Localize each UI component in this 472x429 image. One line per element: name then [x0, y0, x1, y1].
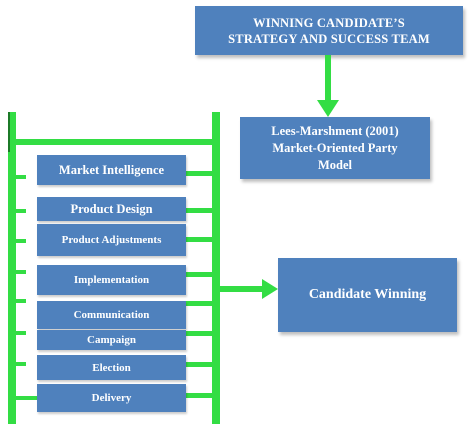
- left-rung: [16, 239, 26, 243]
- model-line-3: Model: [317, 157, 353, 172]
- left-rung: [16, 396, 38, 400]
- step-market-intelligence: Market Intelligence: [37, 155, 186, 185]
- step-communication: Communication: [37, 301, 186, 329]
- candidate-winning-label: Candidate Winning: [308, 287, 427, 302]
- step-label: Delivery: [91, 392, 132, 404]
- ladder-left-rail-edge: [8, 112, 10, 152]
- step-label: Product Design: [70, 201, 153, 216]
- step-election: Election: [37, 355, 186, 380]
- left-rung: [16, 331, 26, 335]
- arrowhead-down-icon: [317, 100, 339, 117]
- step-label: Communication: [73, 309, 150, 321]
- step-label: Implementation: [73, 274, 150, 286]
- left-rung: [16, 270, 26, 274]
- right-rung: [186, 331, 214, 336]
- left-rung: [16, 362, 26, 366]
- step-label: Market Intelligence: [58, 162, 165, 177]
- step-label: Election: [92, 361, 131, 374]
- connector-top-to-model: [325, 55, 331, 105]
- right-rung: [186, 301, 214, 306]
- step-product-design: Product Design: [37, 197, 186, 221]
- step-label: Campaign: [87, 334, 136, 346]
- model-line-2: Market-Oriented Party: [272, 140, 398, 155]
- ladder-top-rung: [14, 139, 214, 145]
- step-implementation: Implementation: [37, 265, 186, 295]
- step-product-adjustments: Product Adjustments: [37, 224, 186, 256]
- right-rung: [186, 208, 214, 213]
- strategy-team-box: WINNING CANDIDATE’S STRATEGY AND SUCCESS…: [195, 6, 463, 55]
- left-rung: [16, 209, 26, 213]
- strategy-team-line-2: STRATEGY AND SUCCESS TEAM: [228, 31, 430, 46]
- model-line-1: Lees-Marshment (2001): [271, 123, 399, 138]
- ladder-right-rail: [212, 112, 220, 424]
- right-rung: [186, 393, 214, 398]
- candidate-winning-box: Candidate Winning: [278, 258, 457, 332]
- step-campaign: Campaign: [37, 330, 186, 350]
- ladder-left-rail: [8, 112, 16, 424]
- right-rung: [186, 237, 214, 242]
- right-rung: [186, 362, 214, 367]
- right-rung: [186, 272, 214, 277]
- step-delivery: Delivery: [37, 384, 186, 412]
- model-box: Lees-Marshment (2001) Market-Oriented Pa…: [240, 117, 430, 179]
- step-label: Product Adjustments: [61, 234, 162, 246]
- left-rung: [16, 299, 26, 303]
- arrowhead-right-icon: [262, 279, 278, 299]
- right-rung: [186, 171, 214, 176]
- connector-ladder-to-outcome: [220, 286, 265, 292]
- strategy-team-line-1: WINNING CANDIDATE’S: [253, 15, 405, 30]
- left-rung: [16, 175, 26, 179]
